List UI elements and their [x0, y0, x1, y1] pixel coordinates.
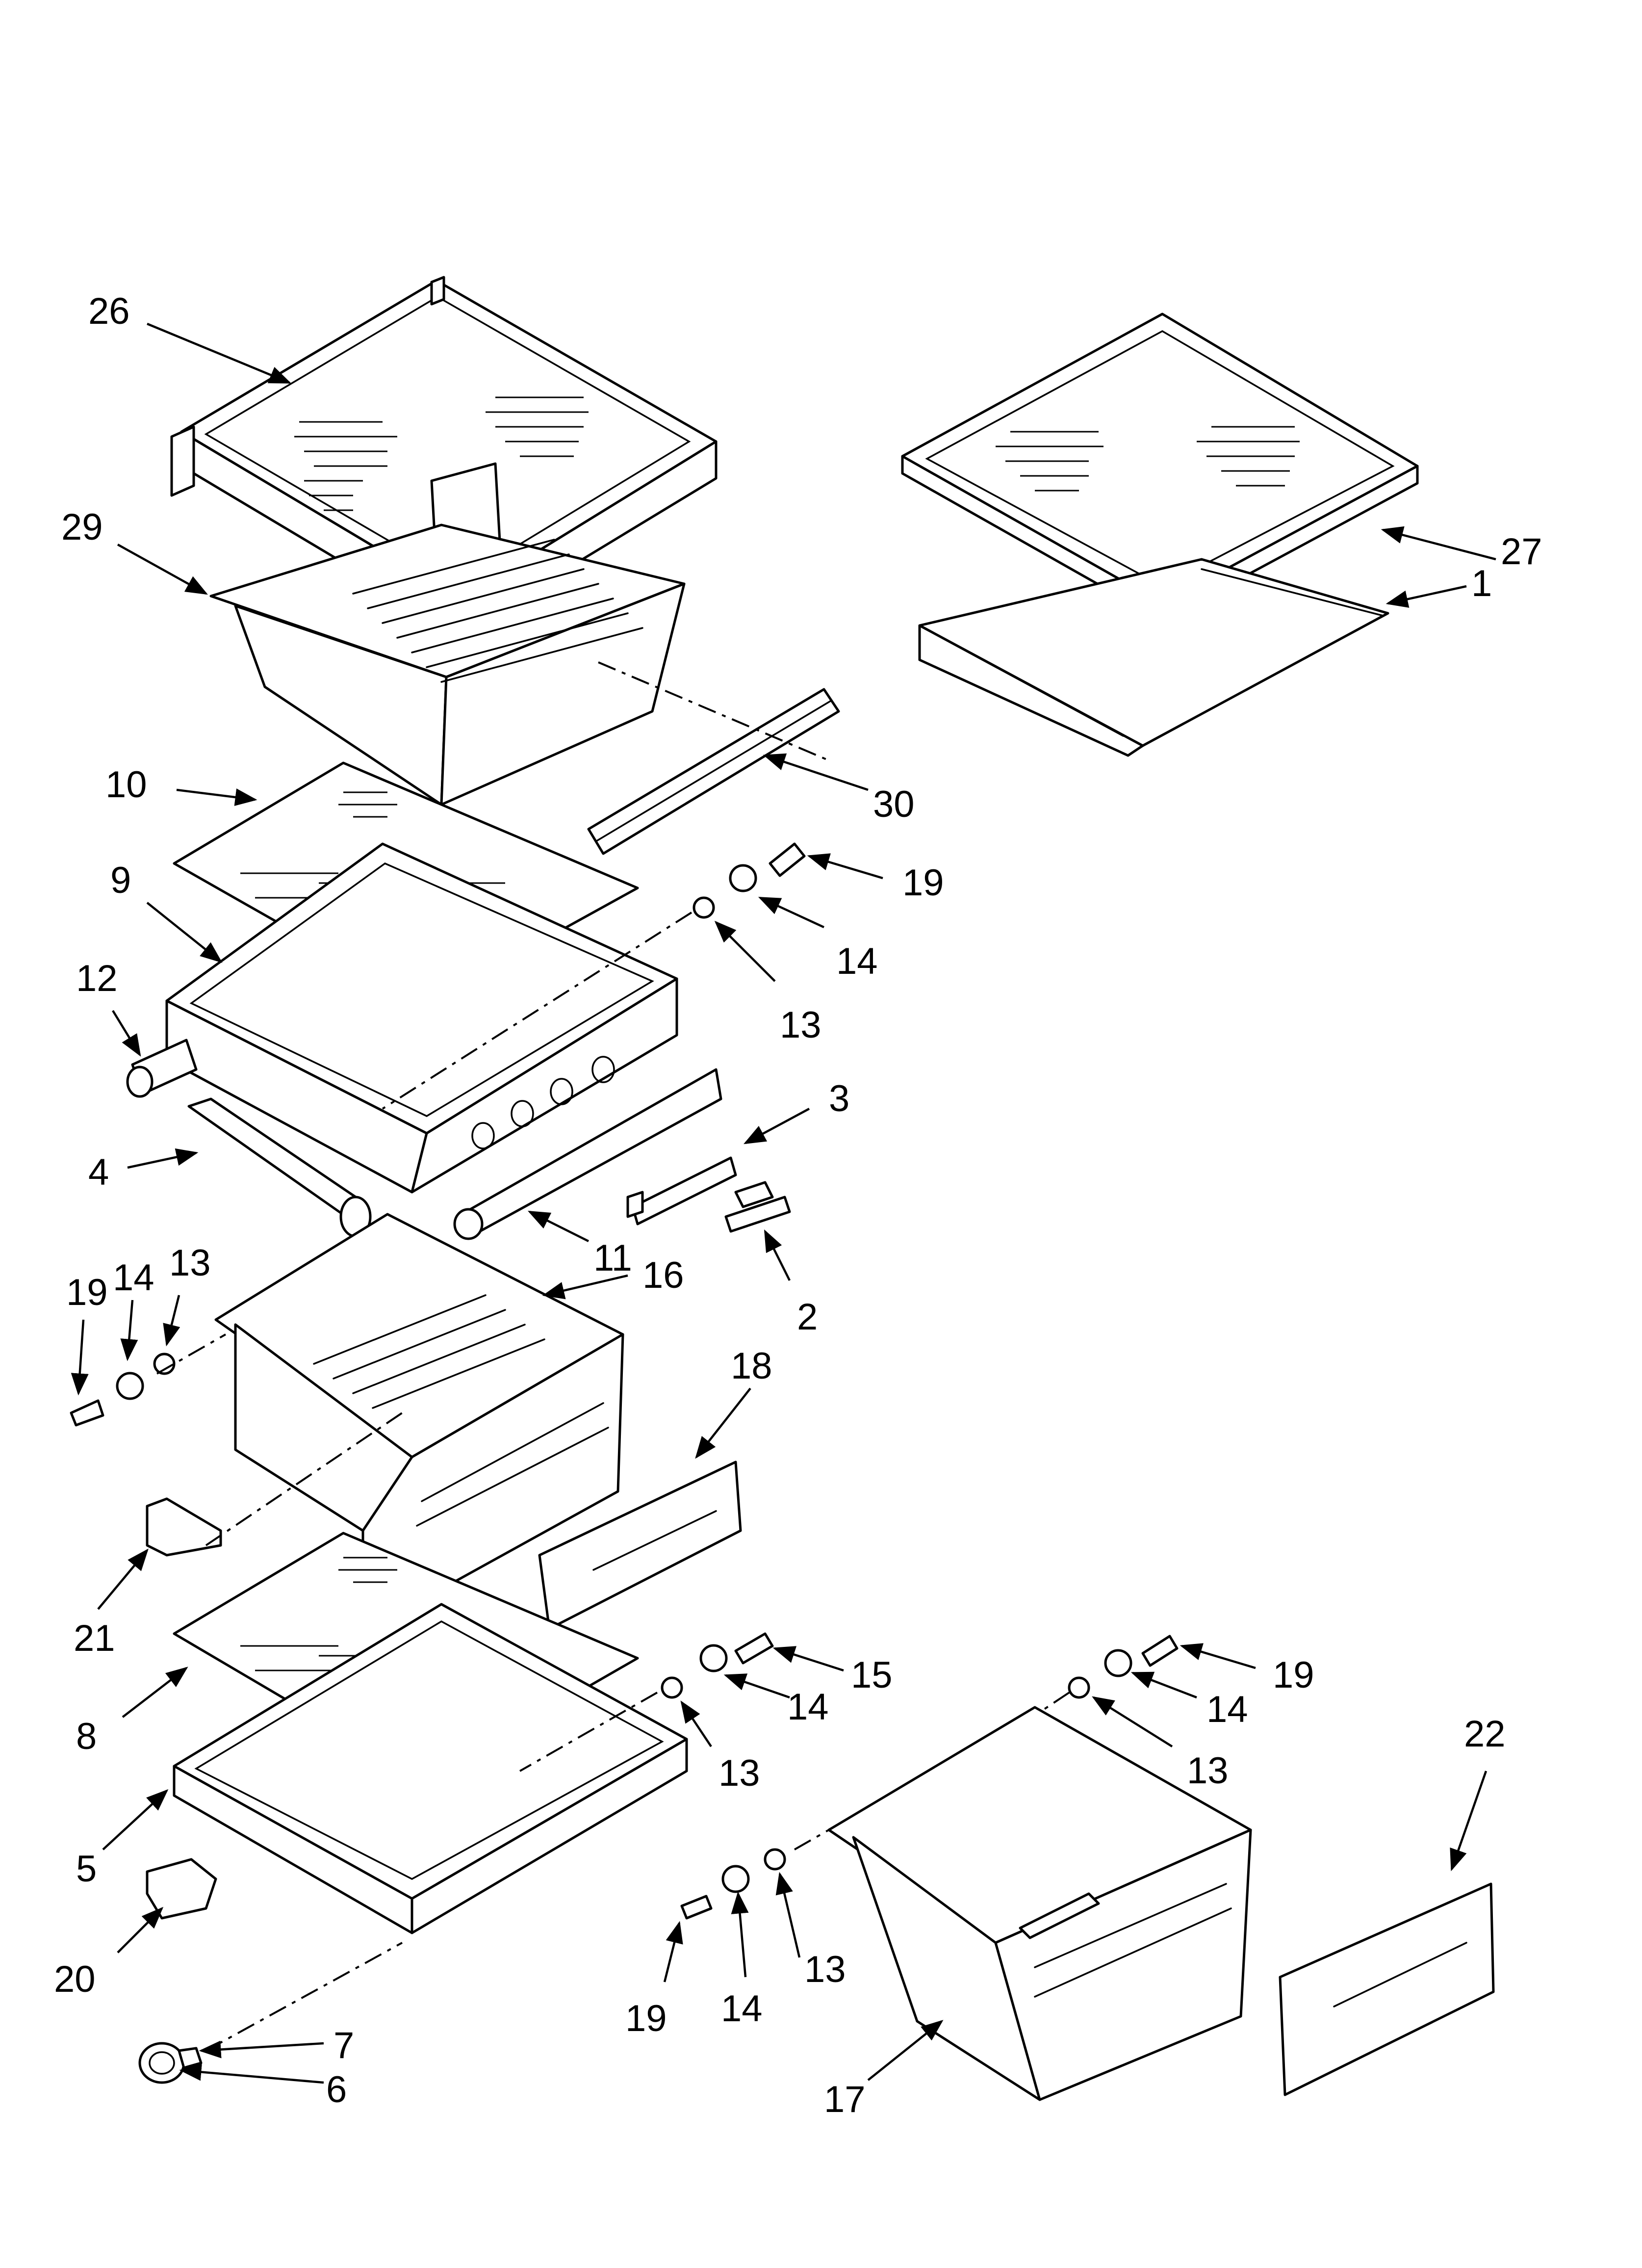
part-9-vent-holes [471, 1056, 615, 1149]
callout-4: 4 [88, 1151, 109, 1193]
callout-labels: 26 29 27 1 10 30 9 19 14 13 12 3 4 11 2 … [54, 290, 1542, 2120]
callout-8: 8 [76, 1716, 97, 1757]
part-3-bracket [626, 1156, 737, 1225]
callout-22: 22 [1464, 1713, 1506, 1755]
part-18-front-panel [538, 1460, 742, 1630]
callout-12: 12 [76, 958, 118, 999]
part-27-glass-hatching [996, 426, 1300, 492]
callout-7: 7 [334, 2025, 354, 2066]
callout-14-c: 14 [787, 1686, 829, 1728]
part-1-shelf-frame [918, 558, 1389, 757]
callout-19-c: 19 [1273, 1654, 1314, 1696]
part-9-crisper-cover [165, 842, 678, 1194]
hardware-set-right [1068, 1635, 1179, 1699]
callout-1: 1 [1471, 563, 1492, 604]
leader-arrows [71, 322, 1496, 2084]
callout-15: 15 [851, 1654, 893, 1696]
callout-14-a: 14 [836, 940, 878, 982]
part-22-front-panel [1279, 1882, 1495, 2096]
callout-16: 16 [642, 1254, 684, 1296]
callout-20: 20 [54, 1958, 96, 2000]
callout-5: 5 [76, 1848, 97, 1890]
callout-14-d: 14 [1206, 1689, 1248, 1730]
part-17-lower-drawer [827, 1706, 1252, 2101]
callout-3: 3 [829, 1078, 849, 1120]
callout-19-a: 19 [902, 862, 944, 904]
callout-29: 29 [61, 506, 103, 548]
callout-14-e: 14 [721, 1988, 763, 2030]
callout-17: 17 [824, 2079, 866, 2120]
part-16-crisper-drawer [214, 1213, 624, 1596]
callout-10: 10 [105, 764, 147, 806]
callout-13-b: 13 [169, 1242, 211, 1284]
hardware-set-left [70, 1353, 176, 1427]
hardware-set-upper-right [693, 842, 806, 919]
callout-13-e: 13 [804, 1949, 846, 1990]
hardware-set-mid [661, 1632, 774, 1699]
callout-9: 9 [110, 860, 131, 901]
callout-13-d: 13 [1187, 1750, 1229, 1792]
assembly-lines [156, 661, 1070, 2052]
part-26-glass-hatching [294, 396, 589, 511]
part-29-pan [209, 523, 686, 806]
part-21-slider [146, 1497, 222, 1557]
callout-14-b: 14 [113, 1257, 154, 1299]
part-11-right-rail [453, 1068, 722, 1240]
part-12-left-rail [126, 1039, 198, 1098]
part-5-crisper-cover [173, 1603, 688, 1934]
part-2-clip [724, 1181, 791, 1233]
part-30-trim [587, 688, 840, 855]
hardware-set-lower [680, 1848, 786, 1920]
callout-27: 27 [1501, 531, 1542, 573]
part-16-ribs [313, 1294, 545, 1409]
part-20-cap [146, 1858, 217, 1920]
callout-13-c: 13 [718, 1752, 760, 1794]
callout-21: 21 [74, 1617, 115, 1659]
callout-13-a: 13 [780, 1004, 821, 1046]
callout-19-d: 19 [625, 1998, 667, 2039]
callout-2: 2 [797, 1296, 818, 1338]
callout-26: 26 [88, 290, 130, 332]
callout-30: 30 [873, 783, 915, 825]
part-6-7-wheel [138, 2042, 203, 2084]
callout-18: 18 [731, 1345, 772, 1387]
callout-6: 6 [326, 2069, 347, 2111]
callout-11: 11 [593, 1237, 632, 1279]
part-29-ribs [352, 539, 643, 683]
part-4-rail [187, 1097, 372, 1238]
callout-19-b: 19 [66, 1272, 108, 1313]
